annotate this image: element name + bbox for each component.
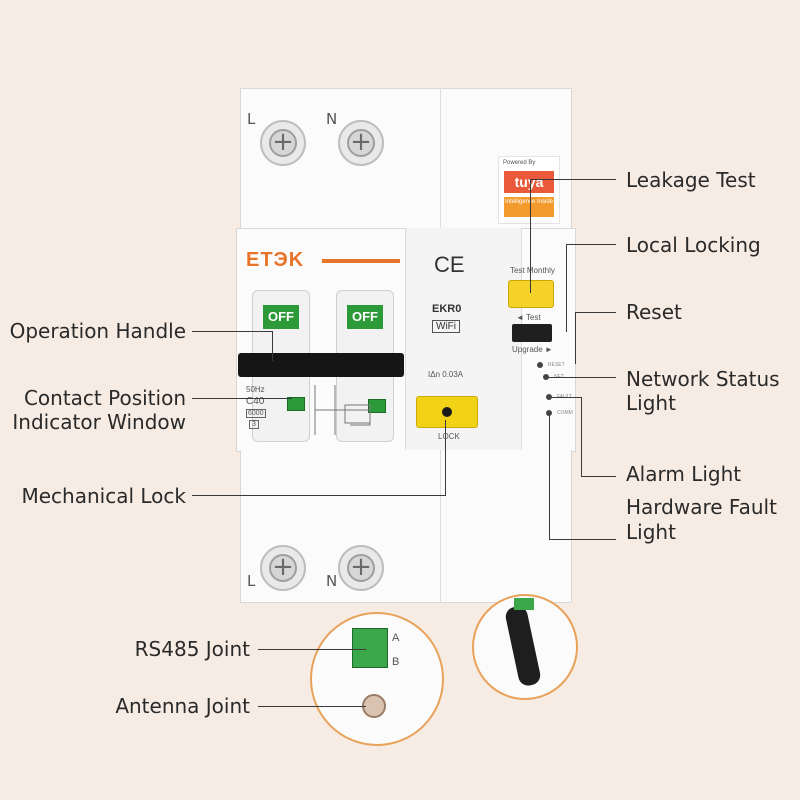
callout-local-locking: Local Locking	[626, 233, 761, 257]
fault-led-label: COMM	[557, 410, 573, 416]
callout-contact-position-2: Indicator Window	[12, 410, 186, 434]
top-screw-n	[338, 120, 384, 166]
tuya-tagline: Intelligence Inside	[504, 197, 554, 217]
handle-bar[interactable]	[238, 353, 404, 377]
network-status-led	[543, 374, 549, 380]
alarm-led	[546, 394, 552, 400]
rs485-connector[interactable]	[352, 628, 388, 668]
leader-operation-h	[192, 331, 272, 332]
brand-underline	[322, 259, 400, 263]
tuya-logo: tuya	[504, 171, 554, 193]
leader-operation-v	[272, 331, 273, 361]
frequency-label: 50Hz	[246, 385, 265, 394]
callout-antenna-joint: Antenna Joint	[115, 694, 250, 718]
rs485-b-label: B	[392, 656, 400, 668]
rs485-a-label: A	[392, 632, 400, 644]
leader-reset-h	[575, 312, 616, 313]
leader-network	[548, 377, 616, 378]
reset-switch[interactable]	[512, 324, 552, 342]
antenna-detail-circle	[472, 594, 578, 700]
leader-alarm-v	[581, 397, 582, 477]
terminal-label-bottom-l: L	[247, 572, 256, 590]
rating-label: C40	[246, 396, 265, 407]
top-screw-l	[260, 120, 306, 166]
class-label: 3	[249, 420, 259, 429]
ce-mark: CE	[434, 252, 465, 277]
callout-mechanical-lock: Mechanical Lock	[21, 484, 187, 508]
off-indicator-right: OFF	[347, 305, 383, 329]
callout-alarm-light: Alarm Light	[626, 462, 742, 486]
mechanical-lock-knob[interactable]	[416, 396, 478, 428]
lock-label: LOCK	[438, 432, 460, 441]
test-arrow-label: ◄ Test	[516, 313, 541, 322]
wifi-badge: WiFi	[432, 320, 460, 333]
leader-leakage-h	[530, 179, 616, 180]
leader-rs485	[258, 649, 366, 650]
model-label: EKR0	[432, 303, 462, 315]
joint-detail-circle: A B	[310, 612, 444, 746]
leader-alarm-h	[581, 476, 616, 477]
leakage-rating: IΔn 0.03A	[428, 370, 464, 379]
leakage-test-button[interactable]	[508, 280, 554, 308]
tuya-badge: Powered By tuya Intelligence Inside	[498, 156, 560, 224]
callout-rs485-joint: RS485 Joint	[134, 637, 250, 661]
terminal-label-top-l: L	[247, 110, 256, 128]
leader-contact	[192, 398, 292, 399]
callout-contact-position-1: Contact Position	[23, 386, 186, 410]
callout-hardware-fault-1: Hardware Fault	[626, 495, 777, 519]
leader-alarm-h2	[551, 397, 582, 398]
breaker-bottom-divider	[440, 450, 441, 602]
brand-logo: ETЭK	[246, 249, 305, 271]
bottom-screw-n	[338, 545, 384, 591]
antenna-green-cap	[514, 598, 534, 610]
upgrade-label: Upgrade ►	[512, 345, 553, 354]
leader-antenna	[258, 706, 366, 707]
callout-network-status-1: Network Status	[626, 367, 780, 391]
tuya-powered-by: Powered By	[503, 160, 536, 166]
callout-reset: Reset	[626, 300, 682, 324]
terminal-label-bottom-n: N	[326, 572, 338, 590]
leader-leakage-v	[530, 179, 531, 293]
breaking-capacity: 6000	[246, 409, 266, 418]
callout-operation-handle: Operation Handle	[9, 319, 186, 343]
terminal-label-top-n: N	[326, 110, 338, 128]
leader-locking-h	[566, 244, 616, 245]
leader-lock-h	[192, 495, 446, 496]
circuit-diagram-window	[368, 399, 386, 413]
circuit-diagram	[314, 385, 371, 435]
leader-fault-v	[549, 413, 550, 539]
leader-fault-h	[549, 539, 616, 540]
antenna-body	[503, 604, 543, 688]
leader-lock-v	[445, 420, 446, 496]
callout-hardware-fault-2: Light	[626, 520, 676, 544]
leader-reset-v	[575, 312, 576, 364]
breaker-top-divider	[440, 88, 441, 228]
test-monthly-label: Test Monthly	[510, 266, 555, 275]
reset-led-label: RESET	[548, 362, 565, 368]
callout-network-status-2: Light	[626, 391, 676, 415]
bottom-screw-l	[260, 545, 306, 591]
reset-led	[537, 362, 543, 368]
off-indicator-left: OFF	[263, 305, 299, 329]
lock-dot	[442, 407, 452, 417]
leader-locking-v	[566, 244, 567, 332]
callout-leakage-test: Leakage Test	[626, 168, 756, 192]
contact-position-window	[287, 397, 305, 411]
